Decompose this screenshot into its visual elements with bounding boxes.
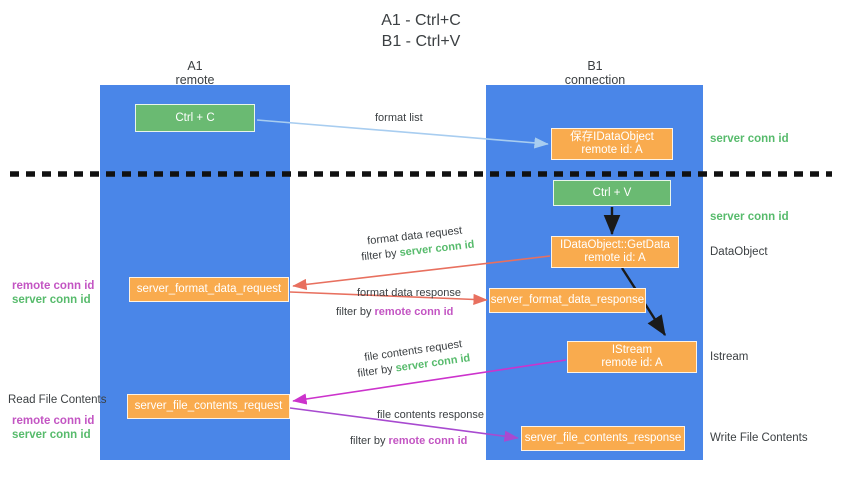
node-istream-label: IStream — [611, 344, 653, 356]
node-ctrl-v-label: Ctrl + V — [592, 186, 632, 199]
node-idataobject-getdata[interactable]: IDataObject::GetData remote id: A — [551, 236, 679, 268]
node-server-file-contents-response[interactable]: server_file_contents_response — [521, 426, 685, 451]
remote-conn-id-text-1: remote conn id — [374, 306, 454, 318]
node-getdata-remoteid: remote id: A — [584, 252, 646, 264]
annotation-left-remote-conn-id-1: remote conn id — [12, 280, 95, 292]
node-getdata-label: IDataObject::GetData — [560, 239, 670, 251]
node-istream[interactable]: IStream remote id: A — [567, 341, 697, 373]
filter-by-text-4: filter by — [350, 435, 389, 447]
annotation-left-remote-conn-id-2: remote conn id — [12, 415, 95, 427]
lane-header-b1: B1 connection — [530, 59, 660, 87]
node-save-idataobject-remoteid: remote id: A — [581, 144, 643, 156]
title-line-1: A1 - Ctrl+C — [381, 12, 461, 29]
node-ctrl-c-label: Ctrl + C — [175, 111, 215, 124]
annotation-left-server-conn-id-2: server conn id — [12, 429, 91, 441]
annotation-right-write-file-contents: Write File Contents — [710, 432, 808, 444]
annotation-right-istream: Istream — [710, 351, 749, 363]
edge-label-format-data-response: format data response — [357, 287, 461, 299]
node-server-format-data-response-label: server_format_data_response — [490, 294, 645, 306]
edge-file-contents-request — [292, 359, 567, 405]
lane-a1-sub: remote — [175, 73, 215, 87]
annotation-left-read-file-contents: Read File Contents — [8, 394, 107, 406]
filter-by-text-2: filter by — [336, 306, 375, 318]
node-ctrl-c[interactable]: Ctrl + C — [135, 104, 255, 132]
lane-a1-name: A1 — [187, 59, 203, 73]
edge-file-contents-response — [289, 407, 519, 442]
node-save-idataobject[interactable]: 保存IDataObject remote id: A — [551, 128, 673, 160]
annotation-right-server-conn-id-1: server conn id — [710, 133, 789, 145]
node-server-file-contents-response-label: server_file_contents_response — [524, 432, 682, 444]
node-save-idataobject-label: 保存IDataObject — [570, 131, 654, 143]
node-server-format-data-request-label: server_format_data_request — [136, 283, 282, 295]
edge-label-format-data-response-filter: filter by remote conn id — [336, 305, 453, 319]
lane-b1-name: B1 — [587, 59, 603, 73]
remote-conn-id-text-2: remote conn id — [388, 435, 468, 447]
node-server-file-contents-request[interactable]: server_file_contents_request — [127, 394, 290, 419]
title-line-2: B1 - Ctrl+V — [381, 33, 461, 50]
diagram-title: A1 - Ctrl+C B1 - Ctrl+V — [0, 10, 842, 52]
node-ctrl-v[interactable]: Ctrl + V — [553, 180, 671, 206]
edge-format-data-response — [289, 291, 488, 306]
annotation-right-server-conn-id-2: server conn id — [710, 211, 789, 223]
edge-label-file-contents-response-filter: filter by remote conn id — [350, 434, 467, 448]
node-istream-remoteid: remote id: A — [601, 357, 663, 369]
edge-format-list — [256, 119, 549, 149]
lane-b1-sub: connection — [564, 73, 626, 87]
edge-label-format-list: format list — [375, 112, 423, 124]
node-server-format-data-response[interactable]: server_format_data_response — [489, 288, 646, 313]
node-server-file-contents-request-label: server_file_contents_request — [134, 400, 283, 412]
annotation-right-dataobject: DataObject — [710, 246, 768, 258]
node-server-format-data-request[interactable]: server_format_data_request — [129, 277, 289, 302]
edge-label-file-contents-response: file contents response — [377, 409, 485, 421]
edge-format-data-request — [292, 255, 551, 290]
lane-header-a1: A1 remote — [130, 59, 260, 87]
annotation-left-server-conn-id-1: server conn id — [12, 294, 91, 306]
